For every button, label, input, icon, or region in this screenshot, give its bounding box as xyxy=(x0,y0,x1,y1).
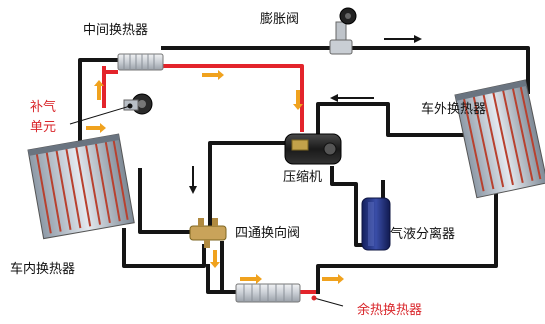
indoor-heat-exchanger xyxy=(27,133,135,240)
pipe-left-loop xyxy=(208,141,292,294)
label-intermediate-hx: 中间换热器 xyxy=(83,23,149,38)
hot-pipe-network xyxy=(102,64,316,294)
plate-hx-icon xyxy=(117,53,164,71)
label-four-way-valve: 四通换向阀 xyxy=(235,226,301,241)
direction-arrows xyxy=(189,35,422,194)
flow-arrow-injection xyxy=(86,123,106,133)
label-waste-heat-hx: 余热换热器 xyxy=(357,303,423,318)
label-expansion-valve: 膨胀阀 xyxy=(260,12,300,27)
pipe-waste-left xyxy=(206,264,238,294)
flow-arrow-waste-in xyxy=(240,274,262,284)
label-accumulator: 气液分离器 xyxy=(390,227,456,242)
flow-arrow-up xyxy=(94,80,104,100)
intermediate-heat-exchanger xyxy=(117,53,164,71)
label-compressor: 压缩机 xyxy=(283,170,323,185)
compressor xyxy=(284,133,342,165)
pipe-valve-left xyxy=(138,168,192,234)
direction-arrow-top xyxy=(384,35,422,43)
direction-arrow-left xyxy=(330,94,374,102)
label-outdoor-hx: 车外换热器 xyxy=(421,102,487,117)
flow-arrow-right xyxy=(202,70,224,80)
accumulator xyxy=(361,197,391,251)
direction-arrow-down xyxy=(189,166,197,194)
label-vapor-injection-1: 补气 xyxy=(30,100,57,115)
four-way-valve-icon xyxy=(189,225,227,241)
label-vapor-injection-2: 单元 xyxy=(30,120,57,135)
accumulator-icon xyxy=(361,197,391,251)
vapor-injection-unit xyxy=(123,93,153,115)
pipe-right-down xyxy=(316,193,498,294)
waste-heat-exchanger xyxy=(235,283,301,303)
label-indoor-hx: 车内换热器 xyxy=(10,262,76,277)
pipe-indoor-up xyxy=(78,58,120,152)
flow-arrow-waste-out xyxy=(322,274,344,284)
outdoor-heat-exchanger xyxy=(454,79,545,199)
pipe-valve-to-indoor xyxy=(122,228,206,268)
flow-arrows xyxy=(86,70,344,284)
flow-arrow-down-valve xyxy=(210,250,220,268)
pipe-top-line xyxy=(161,46,530,94)
flow-arrow-down xyxy=(293,90,303,110)
expansion-valve-icon xyxy=(329,39,353,55)
pipe-compressor-accumulator xyxy=(330,166,372,247)
four-way-valve xyxy=(189,218,227,248)
leader-lines xyxy=(69,103,344,307)
expansion-valve xyxy=(329,7,357,55)
